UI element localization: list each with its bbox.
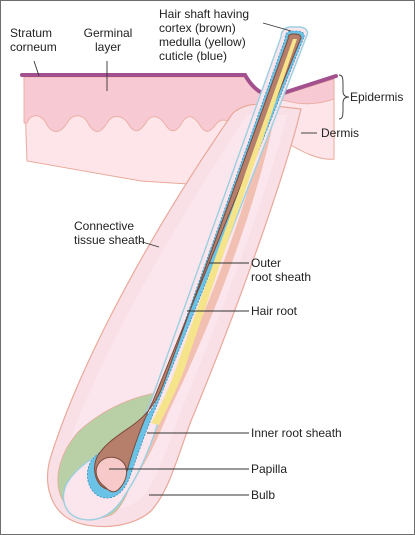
label-hair-shaft: Hair shaft having cortex (brown) medulla… — [159, 7, 250, 63]
leader-stratum-corneum — [33, 60, 40, 77]
dermal-papilla — [95, 456, 128, 493]
label-stratum-corneum: Stratum corneum — [10, 26, 57, 54]
leader-hair-shaft — [262, 22, 292, 32]
label-papilla: Papilla — [251, 462, 288, 476]
label-outer-root-sheath: Outer root sheath — [251, 256, 312, 284]
label-germinal-layer: Germinal layer — [83, 26, 133, 54]
label-epidermis: Epidermis — [350, 90, 404, 104]
label-connective-tissue-sheath: Connective tissue sheath — [74, 219, 145, 247]
germinal-layer — [23, 76, 335, 132]
leader-connective-tissue-sheath — [138, 240, 160, 248]
label-dermis: Dermis — [321, 126, 359, 140]
hair-medulla — [151, 39, 297, 425]
label-inner-root-sheath: Inner root sheath — [251, 426, 342, 440]
label-hair-root: Hair root — [251, 304, 298, 318]
label-bulb: Bulb — [251, 488, 276, 502]
epidermis-bracket — [338, 74, 350, 120]
